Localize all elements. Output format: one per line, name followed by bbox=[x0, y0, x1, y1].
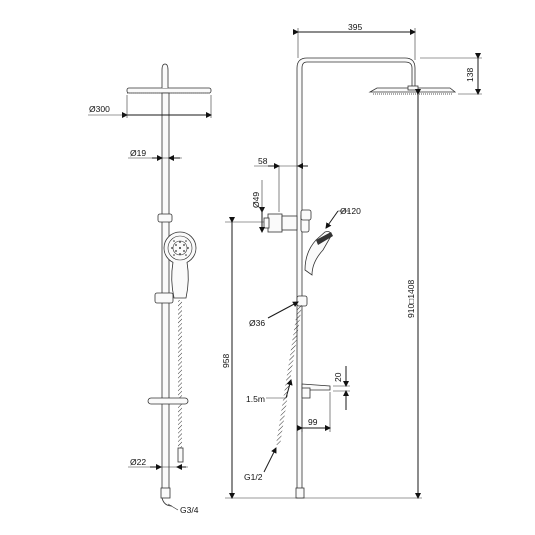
dim-head-height: 138 bbox=[465, 68, 475, 82]
hand-shower-front bbox=[163, 231, 197, 299]
front-view: Ø300 Ø19 Ø22 G3/4 bbox=[88, 63, 212, 515]
dim-offset: 58 bbox=[258, 156, 268, 166]
rain-head-front bbox=[126, 87, 212, 94]
dim-pipe-diameter: Ø19 bbox=[130, 148, 146, 158]
dim-adjustable-height: 910□1408 bbox=[406, 280, 416, 318]
hose-side bbox=[276, 304, 302, 446]
side-view: 395 138 58 Ø49 Ø120 Ø36 958 1.5m bbox=[221, 22, 482, 499]
hand-shower-side bbox=[296, 209, 333, 307]
dim-total-height: 958 bbox=[221, 354, 231, 368]
dim-shelf-height: 20 bbox=[333, 372, 343, 382]
dim-hand-shower-diameter: Ø120 bbox=[340, 206, 361, 216]
dim-head-diameter: Ø300 bbox=[89, 104, 110, 114]
soap-shelf-front bbox=[147, 397, 189, 405]
dim-arm-length: 395 bbox=[348, 22, 362, 32]
dim-diverter-diameter: Ø49 bbox=[251, 192, 261, 208]
dim-inlet-thread: G3/4 bbox=[180, 505, 199, 515]
diverter-side bbox=[263, 213, 310, 233]
dim-holder-diameter: Ø36 bbox=[249, 318, 265, 328]
shower-arm-side bbox=[296, 57, 416, 499]
dim-hose-length: 1.5m bbox=[246, 394, 265, 404]
dim-hose-thread: G1/2 bbox=[244, 472, 263, 482]
dim-shelf-depth: 99 bbox=[308, 417, 318, 427]
dim-bottom-pipe-diameter: Ø22 bbox=[130, 457, 146, 467]
